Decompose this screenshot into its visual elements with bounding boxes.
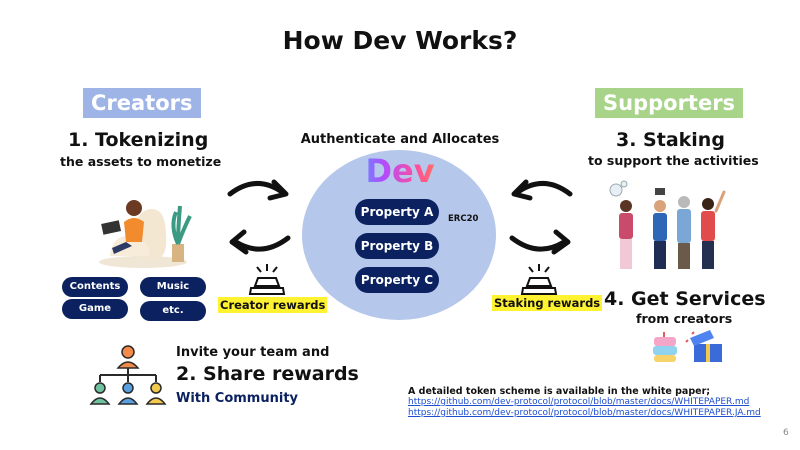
share-intro: Invite your team and	[176, 345, 330, 360]
step2-title: 2. Share rewards	[176, 363, 359, 385]
category-etc: etc.	[140, 301, 206, 321]
page-number: 6	[783, 428, 789, 438]
erc20-label: ERC20	[448, 214, 479, 224]
arrow-icon	[227, 179, 289, 201]
dev-logo: Dev	[350, 152, 450, 190]
step2-subtitle: With Community	[176, 391, 299, 406]
creator-rewards-label: Creator rewards	[218, 297, 328, 313]
page-title: How Dev Works?	[282, 26, 518, 55]
step1-title: 1. Tokenizing	[68, 129, 209, 151]
step3-title: 3. Staking	[616, 129, 725, 151]
arrow-icon	[509, 229, 571, 255]
authenticate-heading: Authenticate and Allocates	[300, 132, 500, 147]
whitepaper-link-ja[interactable]: https://github.com/dev-protocol/protocol…	[408, 408, 761, 418]
whitepaper-note: A detailed token scheme is available in …	[408, 386, 711, 397]
creator-illustration	[99, 200, 192, 268]
staking-rewards-label: Staking rewards	[492, 295, 603, 311]
arrow-icon	[511, 179, 573, 201]
property-a: Property A	[355, 199, 439, 225]
category-game: Game	[62, 299, 128, 319]
category-music: Music	[140, 277, 206, 297]
supporters-tag: Supporters	[595, 88, 744, 118]
gold-bars-icon	[248, 264, 286, 295]
step3-subtitle: to support the activities	[588, 153, 759, 168]
property-c: Property C	[355, 267, 439, 293]
arrow-icon	[229, 229, 291, 255]
gold-bars-icon	[520, 264, 558, 295]
gift-icon	[653, 330, 722, 362]
creators-tag: Creators	[83, 88, 201, 118]
whitepaper-link-en[interactable]: https://github.com/dev-protocol/protocol…	[408, 397, 750, 407]
step4-title: 4. Get Services	[604, 288, 766, 310]
property-b: Property B	[355, 233, 439, 259]
supporters-illustration	[609, 180, 726, 269]
team-hierarchy-icon	[89, 345, 167, 405]
category-contents: Contents	[62, 277, 128, 297]
step4-subtitle: from creators	[636, 311, 733, 326]
step1-subtitle: the assets to monetize	[60, 154, 222, 169]
